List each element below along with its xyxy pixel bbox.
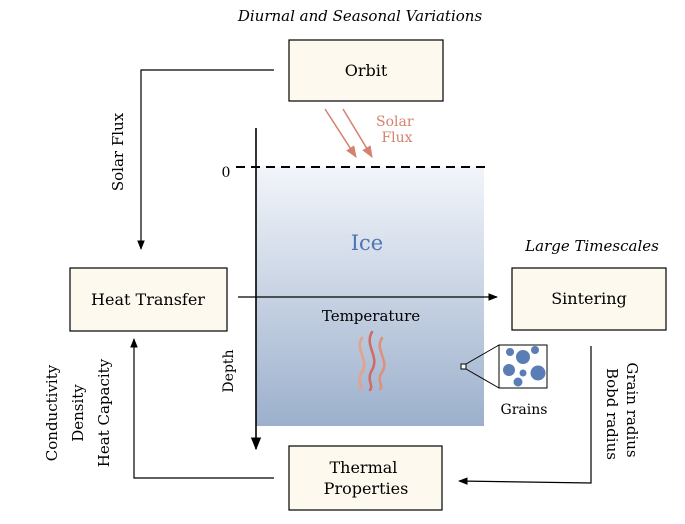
solar-flux-vertical-label: Solar Flux [109,112,127,191]
thermal-properties-box [288,445,443,511]
grain-circles [503,346,546,387]
diagram-title: Diurnal and Seasonal Variations [237,7,483,25]
heat-wave-left [358,336,366,391]
solar-ray-left [324,108,357,159]
orbit-box [288,39,444,102]
sintering-box [511,267,667,331]
grain-circle [531,346,539,354]
heat-wave-icon [358,330,386,392]
grain-circle [530,365,546,381]
thermal-properties-box-label: Thermal Properties [324,458,409,498]
orbit-to-heat-transfer-arrow [137,69,274,250]
conductivity-label: Conductivity [43,364,61,461]
density-label: Density [69,384,87,442]
orbit-box-label: Orbit [345,61,388,80]
heat-transfer-box-label: Heat Transfer [91,290,205,309]
grain-circle [506,348,514,356]
ice-label: Ice [351,231,383,255]
heat-capacity-label: Heat Capacity [95,358,113,467]
heat-wave-middle [368,330,376,392]
sintering-box-label: Sintering [551,289,627,308]
thermal-properties-line: Thermal [329,458,397,477]
grain-sample-marker [460,363,467,370]
thermal-properties-to-heat-transfer-arrow [130,338,274,479]
magnifier-line-bottom [465,368,500,389]
grain-circle [519,369,527,377]
solar-flux-small-label: Solar Flux [376,114,418,146]
temperature-label: Temperature [322,307,420,325]
grain-circle [513,377,523,387]
solar-flux-small-line: Solar [376,114,414,130]
magnifier-line-top [465,344,500,365]
solar-ray-right [342,108,373,159]
grain-radius-label-rotated: Grain radius [623,362,641,457]
grain-circle [516,350,530,364]
heat-transfer-box [69,267,228,332]
surface-zero-label: 0 [222,165,231,181]
thermal-properties-line: Properties [324,479,409,498]
solar-flux-small-line: Flux [381,130,412,146]
grain-circle [503,364,515,376]
large-timescales-label: Large Timescales [524,237,659,255]
sintering-to-thermal-properties-arrow [458,346,592,485]
depth-label: Depth [221,349,237,392]
heat-wave-right [378,336,386,391]
grains-label: Grains [501,402,548,418]
bond-radius-label: Bobd radius [603,368,621,460]
